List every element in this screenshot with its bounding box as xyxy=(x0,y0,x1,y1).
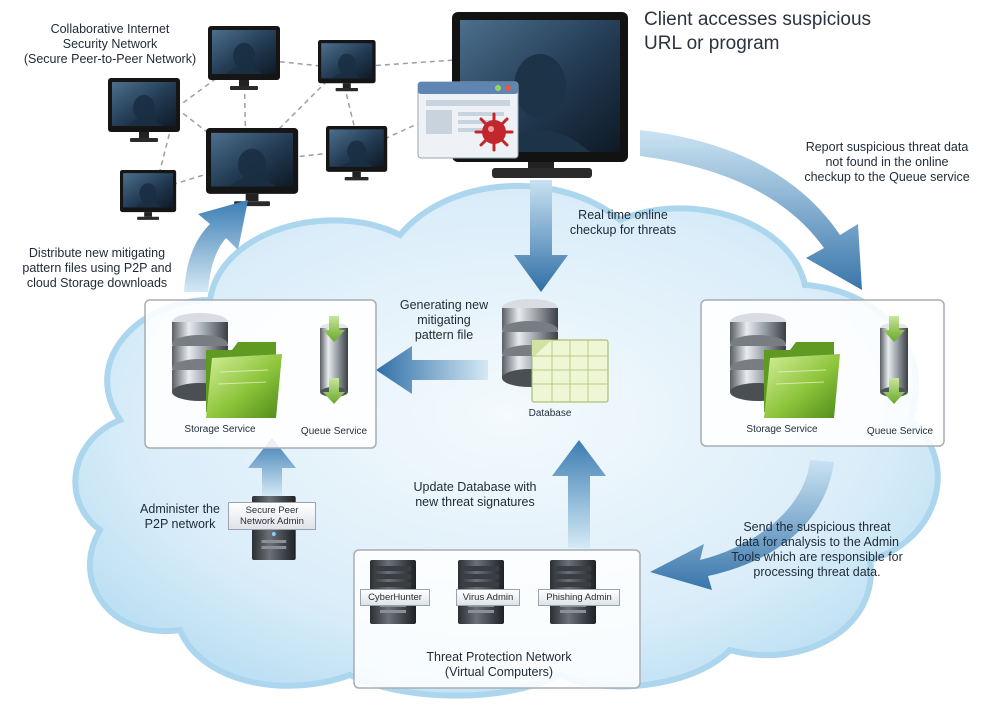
label-threat-protection: Threat Protection Network (Virtual Compu… xyxy=(394,650,604,680)
caption-database: Database xyxy=(528,408,572,419)
peer-monitor-5 xyxy=(206,128,299,207)
tag-secure-peer-admin: Secure Peer Network Admin xyxy=(228,502,316,530)
label-line: checkup for threats xyxy=(569,223,677,237)
label-line: Report suspicious threat data xyxy=(805,140,969,154)
arrow-send-threat xyxy=(650,460,834,590)
caption-storage-service-left: Storage Service xyxy=(184,424,256,435)
label-client-access: Client accesses suspicious URL or progra… xyxy=(644,8,944,56)
label-line: Client accesses suspicious xyxy=(644,9,872,30)
caption-queue-service-left: Queue Service xyxy=(300,426,368,437)
database-icon xyxy=(502,299,609,403)
queue-cylinder-left xyxy=(320,316,348,404)
peer-monitor-6 xyxy=(326,126,388,181)
arrow-report-to-queue xyxy=(640,130,862,290)
label-line: Threat Protection Network xyxy=(426,650,572,664)
arrow-update-database xyxy=(552,440,606,548)
label-line: data for analysis to the Admin xyxy=(735,535,899,549)
caption-queue-service-right: Queue Service xyxy=(866,426,934,437)
tag-cyberhunter: CyberHunter xyxy=(360,589,430,606)
label-line: P2P network xyxy=(144,517,216,531)
label-line: Send the suspicious threat xyxy=(743,520,891,534)
label-line: Secure Peer xyxy=(245,505,299,516)
queue-cylinder-right xyxy=(880,316,908,404)
caption-storage-service-right: Storage Service xyxy=(746,424,818,435)
label-distribute-files: Distribute new mitigating pattern files … xyxy=(2,246,192,291)
label-update-database: Update Database with new threat signatur… xyxy=(400,480,550,510)
label-line: Real time online xyxy=(578,208,668,222)
label-line: new threat signatures xyxy=(415,495,535,509)
label-line: Collaborative Internet xyxy=(50,22,170,36)
label-line: Network Admin xyxy=(240,516,304,527)
label-line: (Secure Peer-to-Peer Network) xyxy=(23,52,197,66)
label-administer-p2p: Administer the P2P network xyxy=(120,502,240,532)
label-line: Distribute new mitigating xyxy=(28,246,166,260)
folder-icon-left xyxy=(205,341,283,419)
peer-monitor-4 xyxy=(120,170,177,220)
label-line: Administer the xyxy=(140,502,220,516)
label-line: Tools which are responsible for xyxy=(731,550,903,564)
peer-monitor-3 xyxy=(318,40,376,92)
peer-monitor-2 xyxy=(208,26,280,90)
tag-phishing-admin: Phishing Admin xyxy=(538,589,620,606)
arrow-generating-pattern xyxy=(376,346,488,394)
label-line: Update Database with xyxy=(413,480,537,494)
label-line: mitigating xyxy=(417,313,471,327)
label-line: Generating new xyxy=(399,298,489,312)
arrow-distribute xyxy=(184,200,248,292)
label-line: pattern file xyxy=(414,328,474,342)
label-line: processing threat data. xyxy=(753,565,881,579)
label-line: not found in the online xyxy=(825,155,949,169)
suspicious-window xyxy=(417,81,519,159)
tag-virus-admin: Virus Admin xyxy=(456,589,520,606)
virus-icon xyxy=(474,112,514,152)
label-line: (Virtual Computers) xyxy=(444,665,554,679)
label-p2p-network: Collaborative Internet Security Network … xyxy=(10,22,210,67)
label-line: pattern files using P2P and xyxy=(22,261,172,275)
peer-monitor-1 xyxy=(108,78,180,142)
folder-icon-right xyxy=(763,341,841,419)
label-line: checkup to the Queue service xyxy=(804,170,970,184)
label-line: cloud Storage downloads xyxy=(26,276,168,290)
label-line: Security Network xyxy=(62,37,158,51)
label-generating-pattern: Generating new mitigating pattern file xyxy=(384,298,504,343)
label-realtime-checkup: Real time online checkup for threats xyxy=(548,208,698,238)
label-send-threat: Send the suspicious threat data for anal… xyxy=(712,520,922,580)
label-report-threat: Report suspicious threat data not found … xyxy=(792,140,982,185)
arrow-administer xyxy=(248,438,296,496)
arrow-realtime-checkup xyxy=(514,180,568,292)
label-line: URL or program xyxy=(644,33,780,54)
